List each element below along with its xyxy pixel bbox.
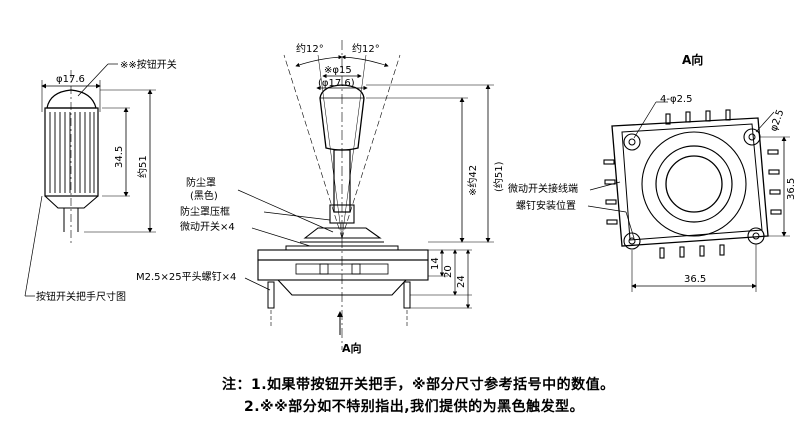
dim-24-label: 24 — [456, 275, 467, 288]
screw-label: M2.5×25平头螺钉×4 — [136, 271, 236, 283]
a-view — [587, 101, 790, 292]
micro-switch-label: 微动开关×4 — [180, 220, 235, 233]
height-42-label: ※约42 — [466, 165, 479, 196]
note-line-1: 注：1.如果带按钮开关把手，※部分尺寸参考括号中的数值。 — [222, 377, 615, 393]
dim-20-label: 20 — [443, 265, 454, 278]
handle-height-51-label: 约51 — [136, 155, 149, 178]
wire-end-label: 微动开关接线端 — [508, 182, 578, 195]
joystick-front-view — [237, 40, 494, 350]
handle-diameter-label: φ17.6 — [56, 74, 85, 85]
angle-left-label: 约12° — [296, 42, 324, 55]
angle-right-label: 约12° — [352, 42, 380, 55]
handle-height-34-label: 34.5 — [114, 146, 125, 168]
hole-right-label: φ2.5 — [768, 108, 786, 133]
knob-diameter-label: ※φ15 — [324, 65, 352, 76]
a-view-width-label: 36.5 — [684, 274, 706, 285]
note-line-2: 2.※※部分如不特别指出,我们提供的为黑色触发型。 — [244, 399, 585, 415]
knob-diameter-alt-label: (φ17.6) — [318, 78, 355, 89]
dust-frame-label: 防尘罩压框 — [180, 205, 230, 218]
dust-cover-color-label: (黑色) — [190, 189, 218, 202]
button-handle-view — [24, 63, 156, 297]
dust-cover-label: 防尘罩 — [186, 176, 216, 189]
button-switch-label: ※※按钮开关 — [120, 58, 177, 71]
screw-position-label: 螺钉安装位置 — [516, 199, 576, 212]
a-view-height-label: 36.5 — [786, 178, 797, 200]
dim-14-label: 14 — [430, 257, 441, 270]
view-a-arrow-label: A向 — [342, 341, 362, 355]
holes-label: 4-φ2.5 — [660, 94, 692, 105]
a-view-title: A向 — [682, 52, 703, 67]
height-51-label: (约51) — [492, 161, 505, 192]
handle-caption: 按钮开关把手尺寸图 — [36, 290, 126, 303]
